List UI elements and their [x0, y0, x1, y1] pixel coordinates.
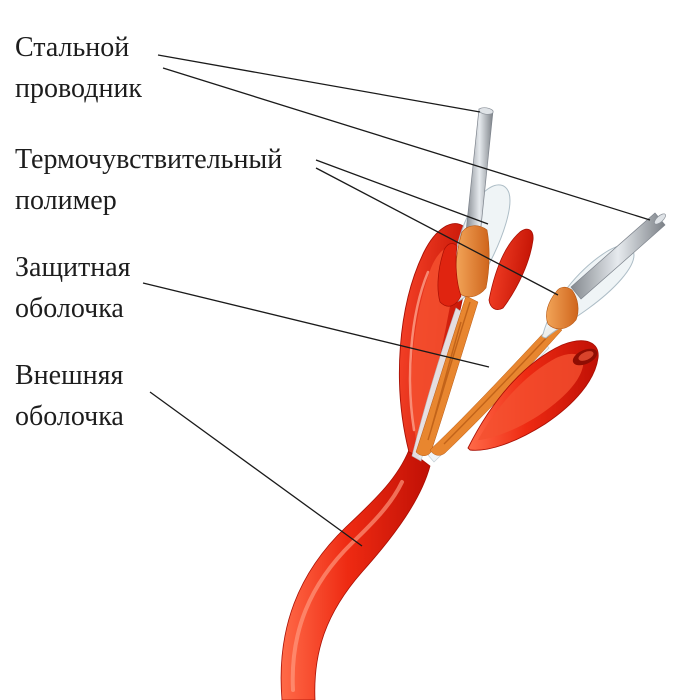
label-protective-sheath-line1: Защитная	[15, 252, 131, 283]
steel-conductor-left-tip	[478, 107, 494, 115]
leader-polymer-right	[315, 167, 559, 296]
steel-conductor-right-tip	[654, 213, 666, 225]
label-steel-conductor-line2: проводник	[15, 72, 143, 104]
leader-steel-conductor-right	[162, 67, 651, 221]
leader-protective-sheath	[142, 282, 490, 368]
label-protective-sheath-line2: оболочка	[15, 292, 124, 324]
leader-outer-sheath	[149, 391, 363, 547]
steel-conductor-right-pin	[570, 212, 666, 300]
label-thermo-polymer: Термочувствительный полимер	[15, 140, 282, 221]
outer-jacket-right-curl-inner	[478, 353, 584, 440]
outer-jacket-cable-body	[280, 449, 431, 700]
label-outer-sheath: Внешняя оболочка	[15, 356, 124, 437]
label-steel-conductor-line1: Стальной	[15, 32, 130, 63]
leader-steel-conductor-left	[157, 54, 481, 113]
outer-jacket-right-curl-opening-inner	[578, 351, 594, 361]
label-outer-sheath-line2: оболочка	[15, 400, 124, 432]
label-protective-sheath: Защитная оболочка	[15, 248, 131, 329]
outer-jacket-center-cut	[488, 228, 534, 310]
outer-jacket-left-collar	[437, 243, 462, 307]
cable-body-sheen	[290, 480, 404, 692]
leader-polymer-left	[315, 159, 489, 225]
polymer-strand-left-twist	[427, 301, 471, 441]
label-thermo-polymer-line1: Термочувствительный	[15, 144, 283, 175]
label-steel-conductor: Стальной проводник	[15, 28, 142, 109]
label-thermo-polymer-line2: полимер	[15, 184, 117, 216]
polymer-collar-left	[455, 225, 490, 298]
polymer-collar-right	[546, 286, 579, 330]
polymer-strand-right-twist	[443, 331, 553, 445]
label-outer-sheath-line1: Внешняя	[15, 360, 124, 391]
